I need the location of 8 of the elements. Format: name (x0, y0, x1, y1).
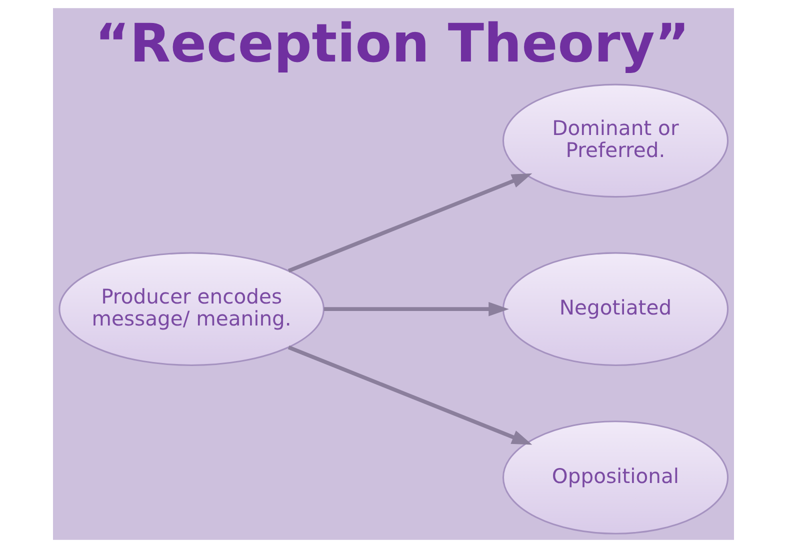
diagram-title: “Reception Theory” (94, 12, 690, 74)
arrow (287, 173, 532, 273)
node-ellipse: Dominant or Preferred. (502, 84, 728, 198)
arrow (323, 302, 508, 316)
arrow (287, 346, 532, 445)
node-ellipse: Negotiated (502, 252, 728, 366)
node-ellipse: Oppositional (502, 420, 728, 534)
node-ellipse: Producer encodes message/ meaning. (58, 252, 324, 366)
